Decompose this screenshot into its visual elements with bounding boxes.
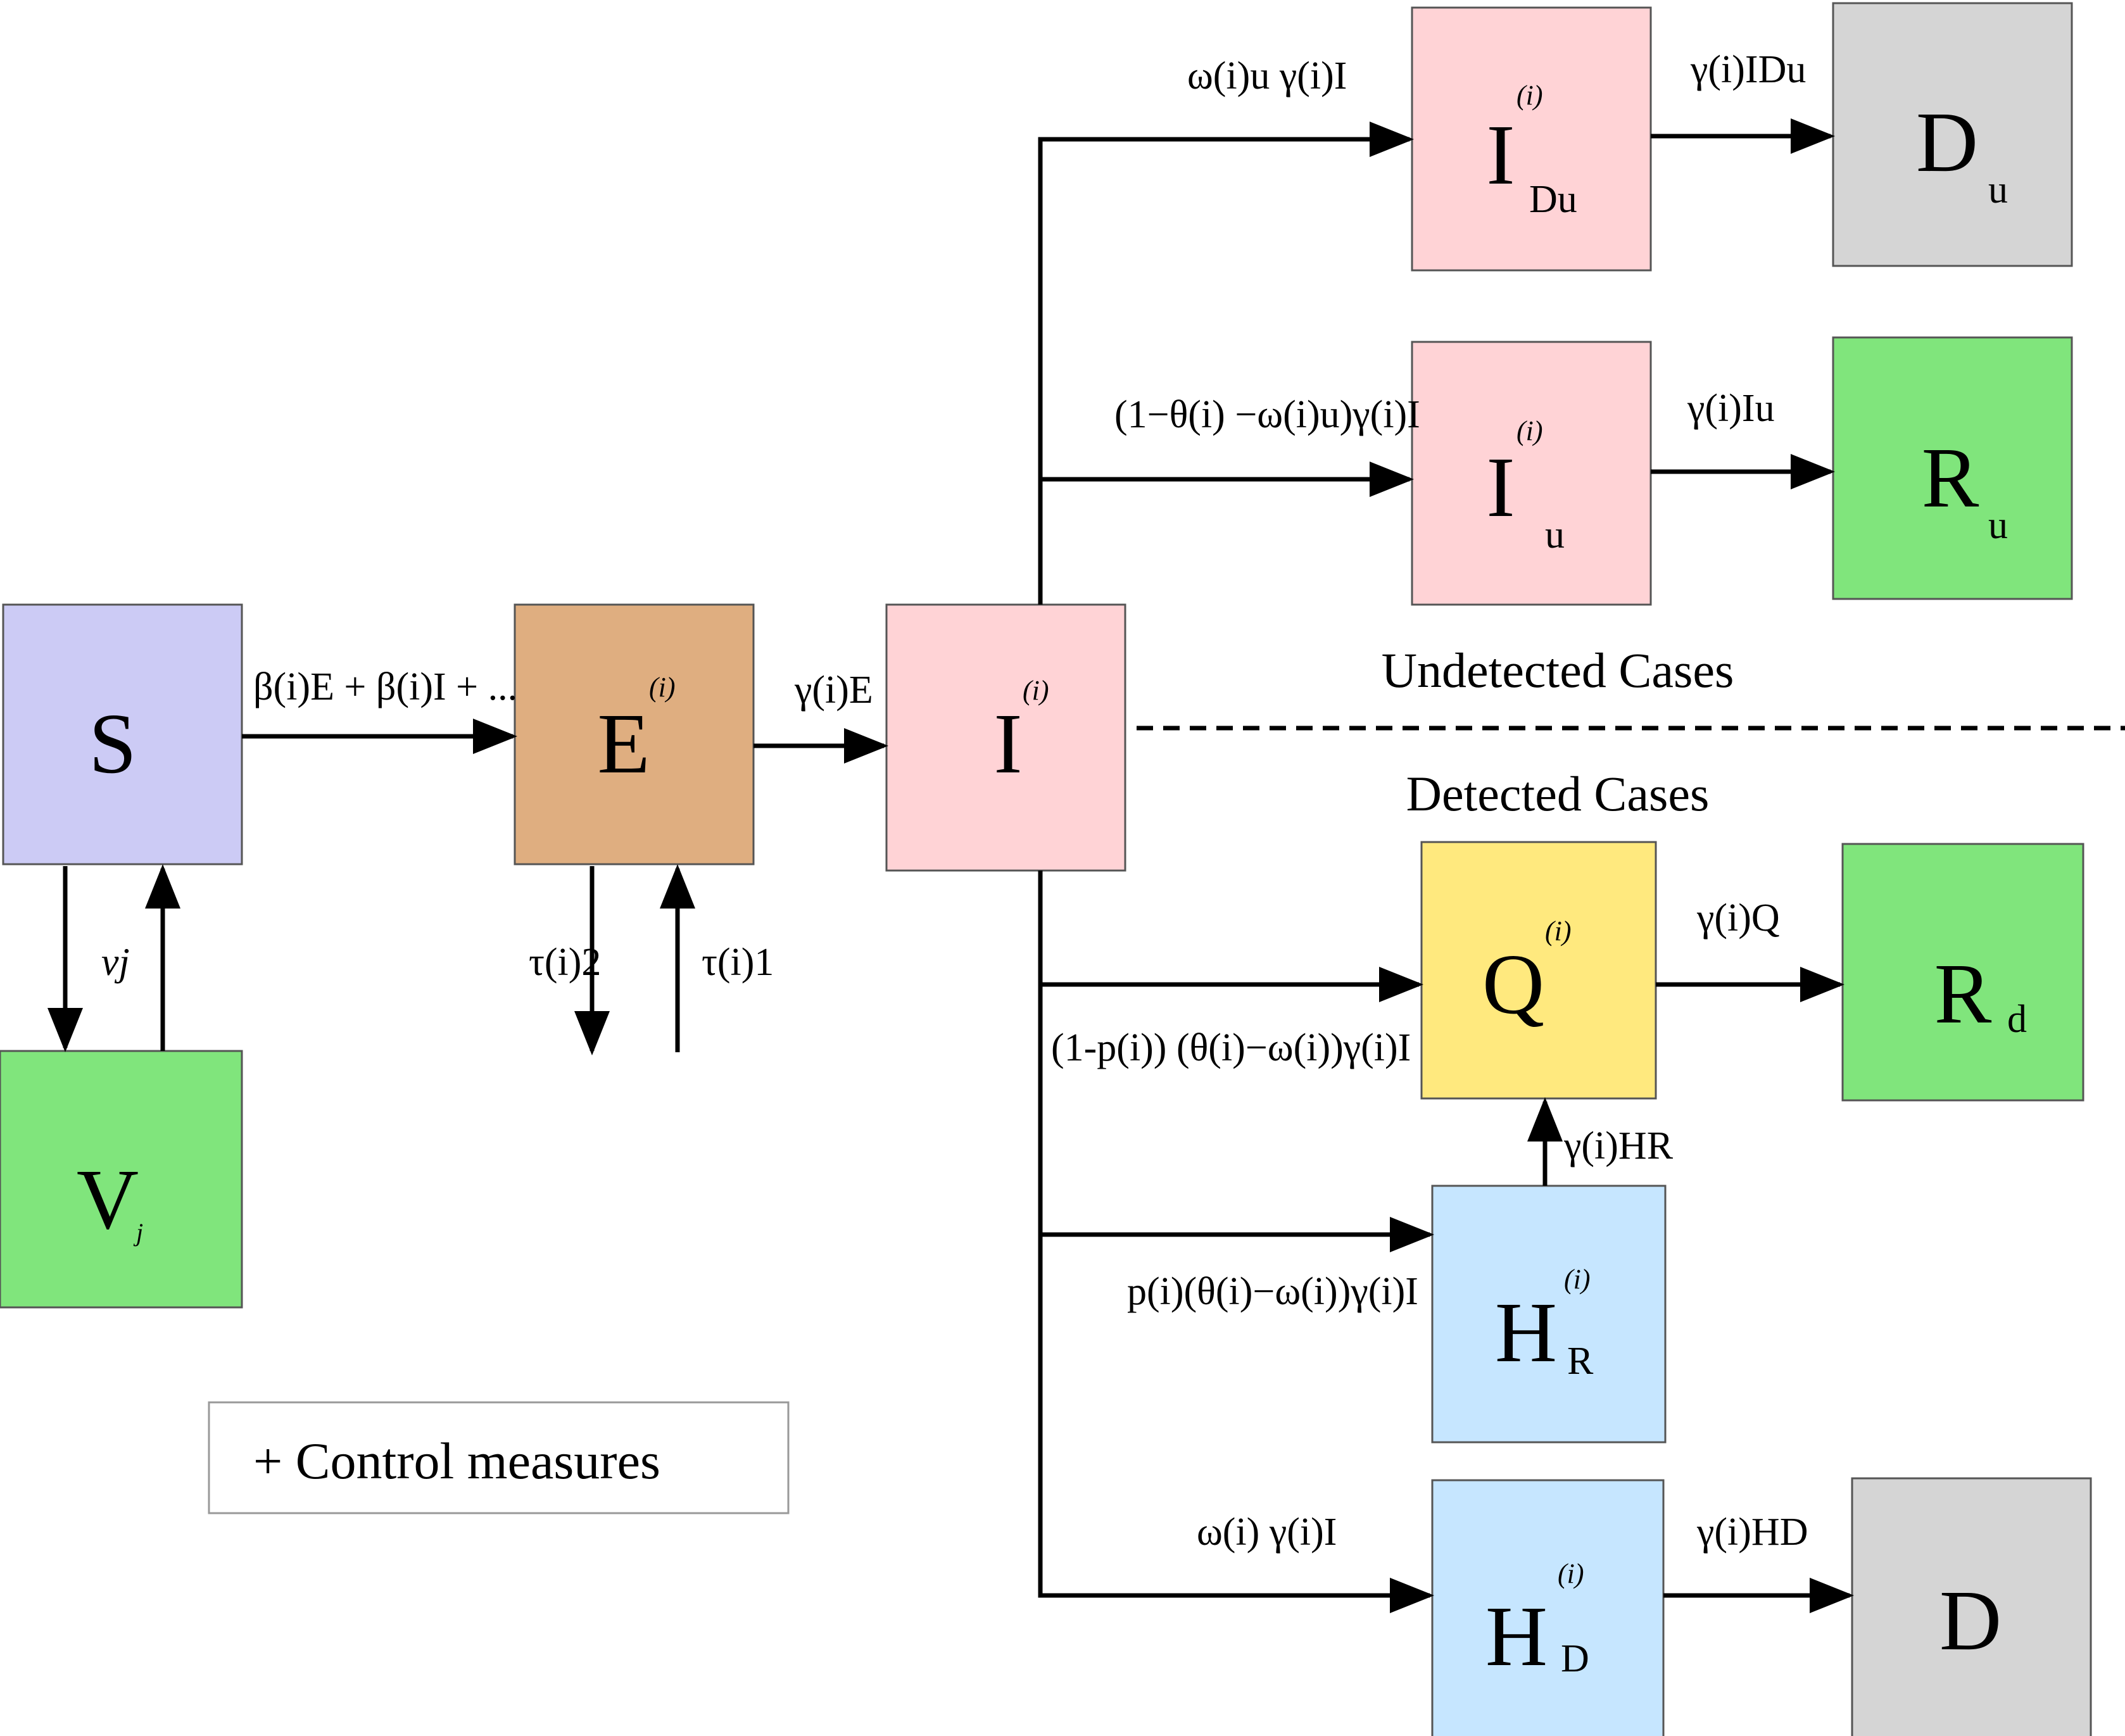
compartment-h-r-label: H: [1495, 1285, 1557, 1380]
compartment-r-d-sub: d: [2007, 998, 2027, 1041]
compartment-h-d-sub: D: [1561, 1637, 1589, 1680]
detected-cases-label: Detected Cases: [1406, 766, 1710, 821]
rate-h-r-to-q: γ(i)HR: [1563, 1124, 1674, 1167]
rate-q-to-r-d: γ(i)Q: [1696, 896, 1780, 940]
arrow-i-to-h-d: [1038, 871, 1434, 1613]
compartment-r-d: R d: [1841, 843, 2084, 1102]
control-measures-legend: + Control measures: [208, 1401, 790, 1514]
compartment-i-du-sup: (i): [1517, 80, 1543, 111]
compartment-h-d-sup: (i): [1558, 1558, 1584, 1589]
compartment-i-u: I u (i): [1411, 341, 1652, 606]
rate-i-du-to-d-u: γ(i)IDu: [1690, 48, 1806, 91]
compartment-i-u-sub: u: [1545, 513, 1565, 557]
compartment-d-u: D u: [1832, 2, 2073, 267]
rate-vaccination: vj: [101, 941, 130, 984]
compartment-s-label: S: [89, 696, 137, 791]
compartment-h-r: H R (i): [1431, 1185, 1667, 1444]
compartment-h-r-sup: (i): [1564, 1264, 1591, 1295]
rate-tau2: τ(i)2: [529, 941, 601, 984]
rate-i-u-to-r-u: γ(i)Iu: [1687, 387, 1775, 430]
compartment-e-sup: (i): [649, 672, 676, 703]
rate-h-d-to-d: γ(i)HD: [1696, 1511, 1808, 1554]
compartment-vj-label: V: [77, 1152, 139, 1247]
compartment-r-u-sub: u: [1988, 504, 2008, 547]
rate-i-to-h-d: ω(i) γ(i)I: [1197, 1511, 1337, 1554]
compartment-i: I (i): [885, 603, 1126, 872]
compartment-e-label: E: [597, 696, 650, 791]
compartment-h-d-label: H: [1485, 1589, 1548, 1684]
compartment-vj: V j: [0, 1050, 243, 1309]
rate-i-to-h-r: p(i)(θ(i)−ω(i))γ(i)I: [1127, 1270, 1418, 1313]
undetected-cases-label: Undetected Cases: [1382, 643, 1734, 698]
compartment-q: Q (i): [1420, 841, 1657, 1100]
compartment-q-sup: (i): [1545, 915, 1572, 947]
compartment-i-u-sup: (i): [1517, 415, 1543, 446]
compartment-d-label: D: [1939, 1573, 2002, 1668]
compartment-r-u: R u: [1832, 336, 2073, 600]
rate-i-to-i-du: ω(i)u γ(i)I: [1187, 54, 1347, 97]
compartment-q-label: Q: [1482, 937, 1544, 1032]
rate-s-to-e: β(i)E + β(i)I + ...: [253, 665, 517, 708]
compartment-s: S: [2, 603, 243, 865]
compartment-h-d: H D (i): [1431, 1479, 1665, 1736]
compartment-i-du-sub: Du: [1529, 178, 1577, 221]
compartment-vj-sub: j: [133, 1218, 143, 1247]
compartment-d: D: [1851, 1477, 2092, 1736]
arrow-i-to-i-du: [1038, 122, 1414, 605]
compartment-i-sup: (i): [1023, 675, 1049, 706]
compartment-i-du-label: I: [1486, 108, 1515, 203]
compartment-e: E (i): [514, 603, 755, 865]
compartment-r-u-label: R: [1922, 431, 1979, 525]
control-measures-text: + Control measures: [253, 1432, 660, 1490]
rate-tau1: τ(i)1: [702, 941, 774, 984]
rate-i-to-q: (1-p(i)) (θ(i)−ω(i))γ(i)I: [1051, 1026, 1411, 1069]
compartment-i-du: I Du (i): [1411, 6, 1652, 272]
flow-arrows: [47, 118, 1854, 1613]
compartment-h-r-sub: R: [1567, 1340, 1594, 1383]
compartment-i-label: I: [993, 696, 1022, 791]
rate-i-to-i-u: (1−θ(i) −ω(i)u)γ(i)I: [1114, 393, 1420, 436]
compartment-r-d-label: R: [1934, 947, 1992, 1041]
compartment-d-u-label: D: [1916, 95, 1978, 190]
compartment-d-u-sub: u: [1988, 168, 2008, 211]
compartment-i-u-label: I: [1486, 440, 1515, 535]
rate-e-to-i: γ(i)E: [794, 669, 873, 712]
